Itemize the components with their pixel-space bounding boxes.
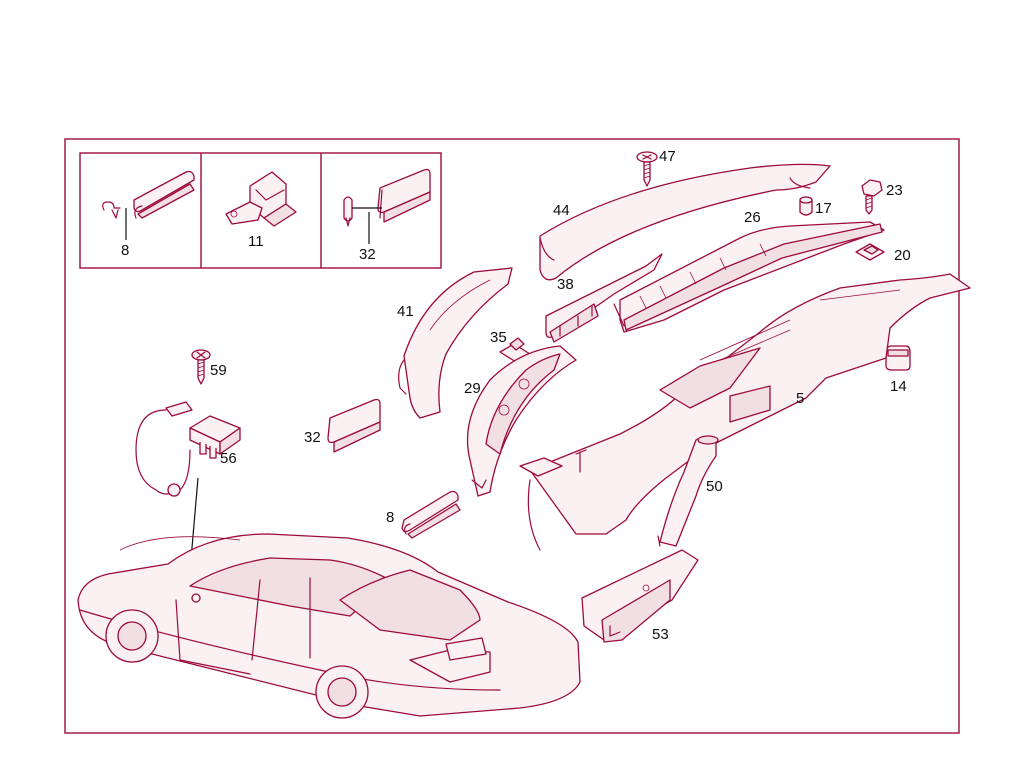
callout-14: 14 — [890, 378, 907, 395]
callout-53: 53 — [652, 626, 669, 643]
callout-8-inset: 8 — [121, 242, 129, 259]
part-50-duct — [657, 435, 719, 547]
inset-part-32-grommet-seal — [343, 168, 431, 227]
callout-11: 11 — [248, 233, 264, 250]
part-5-main-duct — [519, 273, 971, 551]
part-53-tray — [581, 549, 699, 643]
inset-part-11-bracket — [225, 171, 297, 227]
part-17-plug — [799, 196, 813, 216]
part-41-panel — [398, 267, 513, 419]
callout-32-inset: 32 — [359, 246, 376, 263]
callout-20: 20 — [894, 247, 911, 264]
part-14-pad — [885, 345, 911, 371]
callout-47: 47 — [659, 148, 676, 165]
car-illustration — [77, 533, 581, 719]
callout-50: 50 — [706, 478, 723, 495]
callout-29: 29 — [464, 380, 481, 397]
callout-17: 17 — [815, 200, 832, 217]
part-20-clip — [855, 243, 885, 261]
part-38-bracket — [545, 253, 663, 343]
part-32-seal-strip — [327, 398, 381, 453]
callout-23: 23 — [886, 182, 903, 199]
part-23-bolt — [861, 179, 883, 215]
diagram-frame — [64, 138, 960, 734]
callout-56: 56 — [220, 450, 237, 467]
callout-26: 26 — [744, 209, 761, 226]
leader-32-inset — [352, 207, 382, 244]
inset-box — [79, 152, 442, 269]
callout-59: 59 — [210, 362, 227, 379]
callout-44: 44 — [553, 202, 570, 219]
callout-38: 38 — [557, 276, 574, 293]
part-26-channel — [613, 221, 885, 333]
callout-5: 5 — [796, 390, 804, 407]
part-59-screw — [191, 349, 211, 385]
part-8-seal-strip — [401, 490, 461, 539]
callout-8: 8 — [386, 509, 394, 526]
inset-part-8-clip-seal — [102, 170, 195, 219]
part-29-housing — [466, 345, 577, 497]
callout-41: 41 — [397, 303, 414, 320]
callout-32: 32 — [304, 429, 321, 446]
part-47-screw — [636, 151, 658, 187]
part-44-trim-strip — [539, 163, 831, 281]
callout-35: 35 — [490, 329, 507, 346]
